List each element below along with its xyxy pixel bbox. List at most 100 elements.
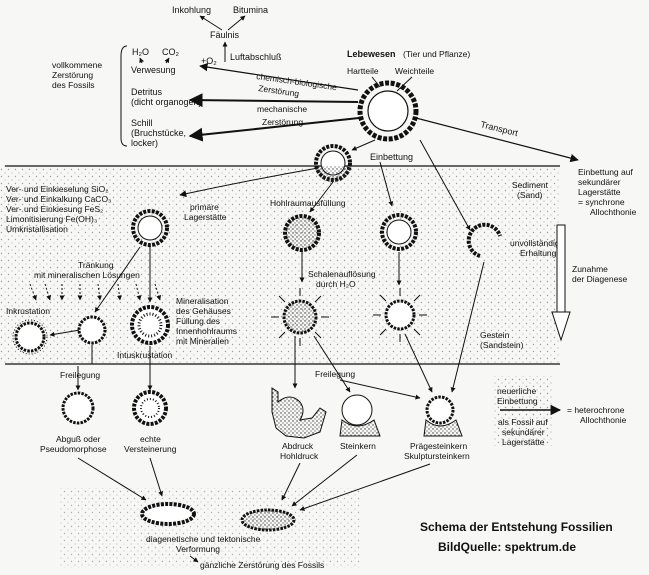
diagenesis-arrow-head — [551, 311, 571, 342]
label-alsfossil-3: Lagerstätte — [502, 437, 545, 447]
label-co2: CO₂ — [162, 47, 180, 57]
label-echte-1: echte — [140, 434, 161, 444]
deformed-fossil-1 — [140, 502, 196, 526]
infiltration-arrows — [29, 283, 162, 301]
arrow-to-verwesung — [199, 62, 359, 91]
organism-primaere — [131, 209, 169, 247]
label-mineral-1: Mineralisation — [176, 296, 229, 306]
caption-title: Schema der Entstehung Fossilien — [420, 520, 613, 534]
label-hartteile: Hartteile — [347, 66, 379, 76]
arrow-verwesung-h2o — [139, 57, 144, 64]
shape-steinkern — [339, 394, 381, 437]
organism-right-column — [380, 213, 418, 251]
label-detritus-2: (dicht organogen) — [131, 97, 202, 107]
label-lebewesen-sub: (Tier und Pflanze) — [403, 49, 470, 59]
shape-abdruck — [271, 387, 327, 439]
label-inkohlung: Inkohlung — [172, 5, 211, 15]
label-einbettung-auf-3: Lagerstätte — [578, 187, 621, 197]
arrow-unvoll-to-praege — [450, 261, 485, 393]
organism-unvoll — [466, 222, 502, 258]
organism-mineralisation — [130, 305, 170, 345]
arrow-to-inkrustation — [94, 246, 141, 313]
label-gestein-1: Gestein — [480, 330, 510, 340]
arrow-right-to-praege — [404, 333, 433, 393]
arrow-inkrustation-left — [49, 329, 81, 337]
label-alsfossil-2: sekundärer — [502, 427, 545, 437]
organism-einbettung — [314, 144, 352, 183]
label-traenkung-1: Tränkung — [78, 260, 114, 270]
label-praege-2: Skulptursteinkern — [404, 451, 470, 461]
label-hohlraum: Hohlraumausfüllung — [270, 198, 346, 208]
label-mech-1: mechanische — [257, 104, 307, 114]
label-h2o: H₂O — [132, 47, 149, 57]
arrow-steinkern-to-deform — [291, 454, 358, 507]
label-traenkung-2: mit mineralischen Lösungen — [34, 270, 140, 280]
label-schill-3: locker) — [131, 138, 158, 148]
organism-inkrustation-small — [12, 319, 48, 355]
arrow-transport — [415, 117, 579, 163]
arrow-to-steinkern — [313, 335, 351, 393]
diagenesis-arrow-shaft — [556, 224, 566, 316]
label-vollkommene-3: des Fossils — [52, 80, 95, 90]
deformation-zone — [60, 488, 360, 568]
caption-source: BildQuelle: spektrum.de — [438, 540, 576, 554]
label-unvoll-1: unvollständige — [510, 238, 565, 248]
label-sediment-1: Sediment — [512, 180, 549, 190]
label-neuerliche-2: Einbettung — [497, 396, 538, 406]
label-zunahme-1: Zunahme — [572, 264, 608, 274]
label-silif-3: Ver- und Einkiesung FeS₂ — [6, 204, 103, 214]
label-weichteile: Weichteile — [395, 66, 434, 76]
arrow-to-unvoll — [419, 139, 471, 231]
label-mineral-5: mit Mineralien — [176, 336, 229, 346]
label-einbettung-auf-5: Allochthonie — [590, 207, 637, 217]
label-abguss-2: Pseudomorphose — [40, 444, 107, 454]
label-silif-2: Ver- und Einkalkung CaCO₃ — [6, 194, 112, 204]
organism-dissolving-hollow — [373, 288, 427, 342]
label-diagenetisch-1: diagenetische und tektonische — [146, 534, 261, 544]
label-luftabschluss: Luftabschluß — [230, 52, 282, 62]
arrow-faeulnis-inkohlung — [199, 15, 223, 31]
label-bitumina: Bitumina — [233, 5, 268, 15]
label-abguss-1: Abguß oder — [56, 434, 101, 444]
label-unvoll-2: Erhaltung — [520, 248, 557, 258]
label-einbettung: Einbettung — [370, 152, 413, 162]
label-schill-1: Schill — [131, 118, 153, 128]
label-heterochrone-1: = heterochrone — [567, 405, 625, 415]
label-einbettung-auf-2: sekundärer — [578, 177, 621, 187]
arrow-to-hohlraum — [309, 181, 334, 213]
arrow-to-primaere — [179, 167, 319, 198]
label-lebewesen: Lebewesen — [347, 49, 396, 59]
label-schalen-2: durch H₂O — [316, 279, 356, 289]
organism-abguss — [61, 391, 95, 425]
label-zunahme-2: der Diagenese — [572, 274, 628, 284]
label-steinkern: Steinkern — [340, 441, 376, 451]
secondary-deposit-area — [492, 376, 552, 446]
label-silif-1: Ver- und Einkieselung SiO₂ — [6, 184, 109, 194]
label-mineral-4: Innenhohlraums — [176, 326, 237, 336]
label-silif-5: Umkristallisation — [6, 224, 68, 234]
label-primaere-2: Lagerstätte — [184, 212, 227, 222]
arrow-praege-to-deform — [299, 463, 431, 511]
label-mineral-2: des Gehäuses — [176, 306, 231, 316]
label-schalen-1: Schalenauflösung — [308, 269, 376, 279]
pointer-weichteile — [396, 76, 413, 92]
organism-echte-versteinerung — [132, 390, 168, 426]
organism-dissolving-filled — [271, 288, 329, 346]
label-echte-2: Versteinerung — [124, 444, 177, 454]
label-sediment-2: (Sand) — [517, 190, 543, 200]
label-faeulnis: Fäulnis — [210, 30, 240, 40]
label-einbettung-auf-1: Einbettung auf — [578, 167, 633, 177]
organism-lebewesen — [357, 80, 419, 142]
arrow-to-einbettung — [351, 139, 376, 151]
arrow-to-right-organism — [379, 161, 394, 207]
label-detritus-1: Detritus — [131, 87, 163, 97]
arrow-to-schill — [188, 117, 360, 142]
label-gaenzliche: gänzliche Zerstörung des Fossils — [200, 560, 324, 570]
label-abdruck-2: Hohldruck — [280, 451, 319, 461]
arrow-abguss-to-deform — [77, 457, 147, 501]
pointer-hartteile — [371, 76, 381, 88]
label-heterochrone-2: Allochthonie — [580, 415, 627, 425]
label-verwesung: Verwesung — [131, 65, 176, 75]
